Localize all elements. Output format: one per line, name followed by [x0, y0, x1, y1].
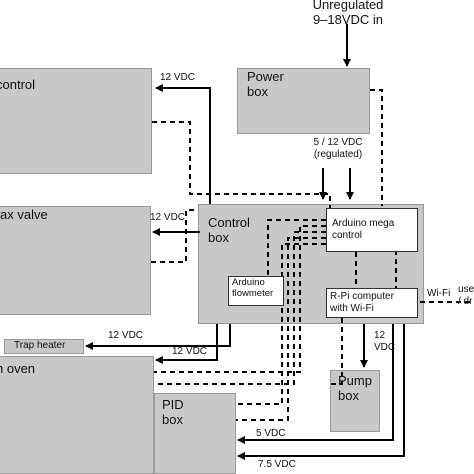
power-box — [237, 68, 370, 134]
v75-pid-label: 7.5 VDC — [258, 459, 296, 470]
trap-heater-box — [4, 339, 84, 354]
arduino-flowmeter-box — [228, 276, 284, 306]
v12-valve-label: 12 VDC — [150, 212, 186, 223]
pump-box — [330, 370, 380, 432]
pid-box-label: PID box — [162, 397, 184, 427]
pump-box-label: Pump box — [338, 373, 372, 403]
signal-bundle-5 — [236, 243, 326, 405]
trap-heater-label: Trap heater — [14, 340, 66, 351]
user-label: use / dr — [458, 284, 474, 307]
arduino-flowmeter-label: Arduino flowmeter — [232, 277, 274, 299]
v12-control-label: 12 VDC — [160, 72, 196, 83]
wifi-label: Wi-Fi — [427, 288, 451, 299]
signal-control-mega — [152, 121, 331, 210]
v12-pump-label: 12 VDC — [374, 330, 396, 353]
signal-bundle-1 — [267, 219, 326, 306]
control-box-left — [0, 68, 152, 174]
signal-bundle-4 — [236, 237, 326, 421]
power-line-oven — [155, 324, 218, 364]
arduino-mega-label: Arduino mega control — [332, 218, 395, 241]
rpi-box — [326, 288, 418, 318]
supply-label: Unregulated 9–18VDC in — [312, 0, 384, 27]
power-line-pid-5v — [237, 324, 394, 444]
pid-box — [154, 393, 236, 474]
oven-label: n oven — [0, 361, 36, 376]
power-line-pid-75v — [237, 324, 405, 460]
control-label: control — [0, 77, 36, 92]
valve-label: ax valve — [0, 207, 48, 222]
signal-bundle-2 — [154, 225, 326, 373]
signal-power-mega — [370, 89, 383, 206]
signal-rpi-pump — [330, 318, 343, 385]
control-box-label: Control box — [208, 215, 250, 245]
power-line-control — [155, 84, 211, 204]
v12-trap-label: 12 VDC — [108, 330, 144, 341]
v12-oven-label: 12 VDC — [172, 346, 208, 357]
power-box-label: Power box — [247, 69, 284, 99]
regulated-label: 5 / 12 VDC (regulated) — [313, 137, 363, 160]
power-line-trap — [85, 324, 231, 350]
v5-pid-label: 5 VDC — [256, 428, 286, 439]
valve-box — [0, 206, 151, 315]
oven-box — [0, 356, 154, 474]
arduino-mega-box — [326, 208, 418, 252]
signal-bundle-3 — [154, 231, 326, 385]
signal-valve — [151, 209, 198, 263]
rpi-label: R-Pi computer with Wi-Fi — [330, 291, 394, 314]
